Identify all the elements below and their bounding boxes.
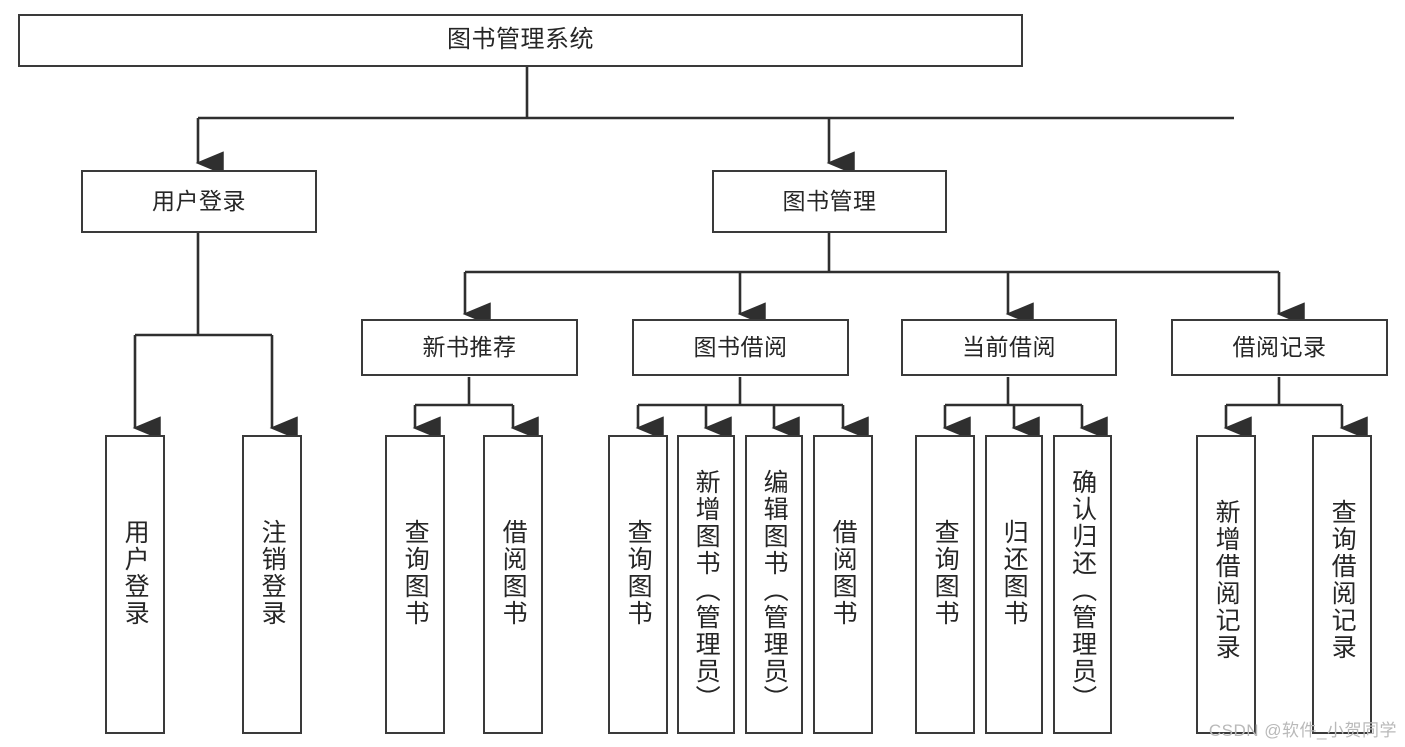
node-label: 新增借阅记录 xyxy=(1212,499,1241,661)
node-label: 查询图书 xyxy=(624,519,653,627)
node-label: 借阅图书 xyxy=(499,519,528,627)
node-label: 图书管理 xyxy=(782,187,877,214)
node-user-login[interactable]: 用户登录 xyxy=(81,170,317,233)
leaf-user-login-login[interactable]: 用户登录 xyxy=(105,435,165,734)
node-label: 用户登录 xyxy=(152,187,246,214)
node-label: 借阅记录 xyxy=(1232,333,1327,360)
node-label: 注销登录 xyxy=(258,519,287,627)
leaf-current-borrow-query-book[interactable]: 查询图书 xyxy=(915,435,975,734)
node-label: 当前借阅 xyxy=(962,333,1056,360)
node-new-book-recommend[interactable]: 新书推荐 xyxy=(361,319,578,376)
leaf-new-book-query-book[interactable]: 查询图书 xyxy=(385,435,445,734)
leaf-book-borrow-borrow-book[interactable]: 借阅图书 xyxy=(813,435,873,734)
leaf-user-login-logout[interactable]: 注销登录 xyxy=(242,435,302,734)
node-label: 新书推荐 xyxy=(422,333,517,360)
leaf-borrow-record-add-record[interactable]: 新增借阅记录 xyxy=(1196,435,1256,734)
leaf-book-borrow-edit-book-admin[interactable]: 编辑图书（管理员） xyxy=(745,435,803,734)
leaf-book-borrow-add-book-admin[interactable]: 新增图书（管理员） xyxy=(677,435,735,734)
node-book-borrow[interactable]: 图书借阅 xyxy=(632,319,849,376)
leaf-book-borrow-query-book[interactable]: 查询图书 xyxy=(608,435,668,734)
node-label: 用户登录 xyxy=(121,519,150,627)
node-root-book-management-system[interactable]: 图书管理系统 xyxy=(18,14,1023,67)
node-label: 图书管理系统 xyxy=(447,26,594,54)
leaf-current-borrow-return-book[interactable]: 归还图书 xyxy=(985,435,1043,734)
node-label: 图书借阅 xyxy=(693,333,788,360)
node-current-borrow[interactable]: 当前借阅 xyxy=(901,319,1117,376)
node-label: 新增图书（管理员） xyxy=(692,469,721,712)
csdn-watermark: CSDN @软件_小贺同学 xyxy=(1208,721,1397,740)
node-label: 查询借阅记录 xyxy=(1328,499,1357,661)
node-label: 查询图书 xyxy=(931,519,960,627)
node-label: 归还图书 xyxy=(1000,519,1029,627)
node-label: 确认归还（管理员） xyxy=(1068,469,1097,712)
node-label: 编辑图书（管理员） xyxy=(760,469,789,712)
node-book-management[interactable]: 图书管理 xyxy=(712,170,947,233)
node-borrow-record[interactable]: 借阅记录 xyxy=(1171,319,1388,376)
leaf-new-book-borrow-book[interactable]: 借阅图书 xyxy=(483,435,543,734)
node-label: 查询图书 xyxy=(401,519,430,627)
leaf-current-borrow-confirm-return-admin[interactable]: 确认归还（管理员） xyxy=(1053,435,1112,734)
node-label: 借阅图书 xyxy=(829,519,858,627)
leaf-borrow-record-query-record[interactable]: 查询借阅记录 xyxy=(1312,435,1372,734)
